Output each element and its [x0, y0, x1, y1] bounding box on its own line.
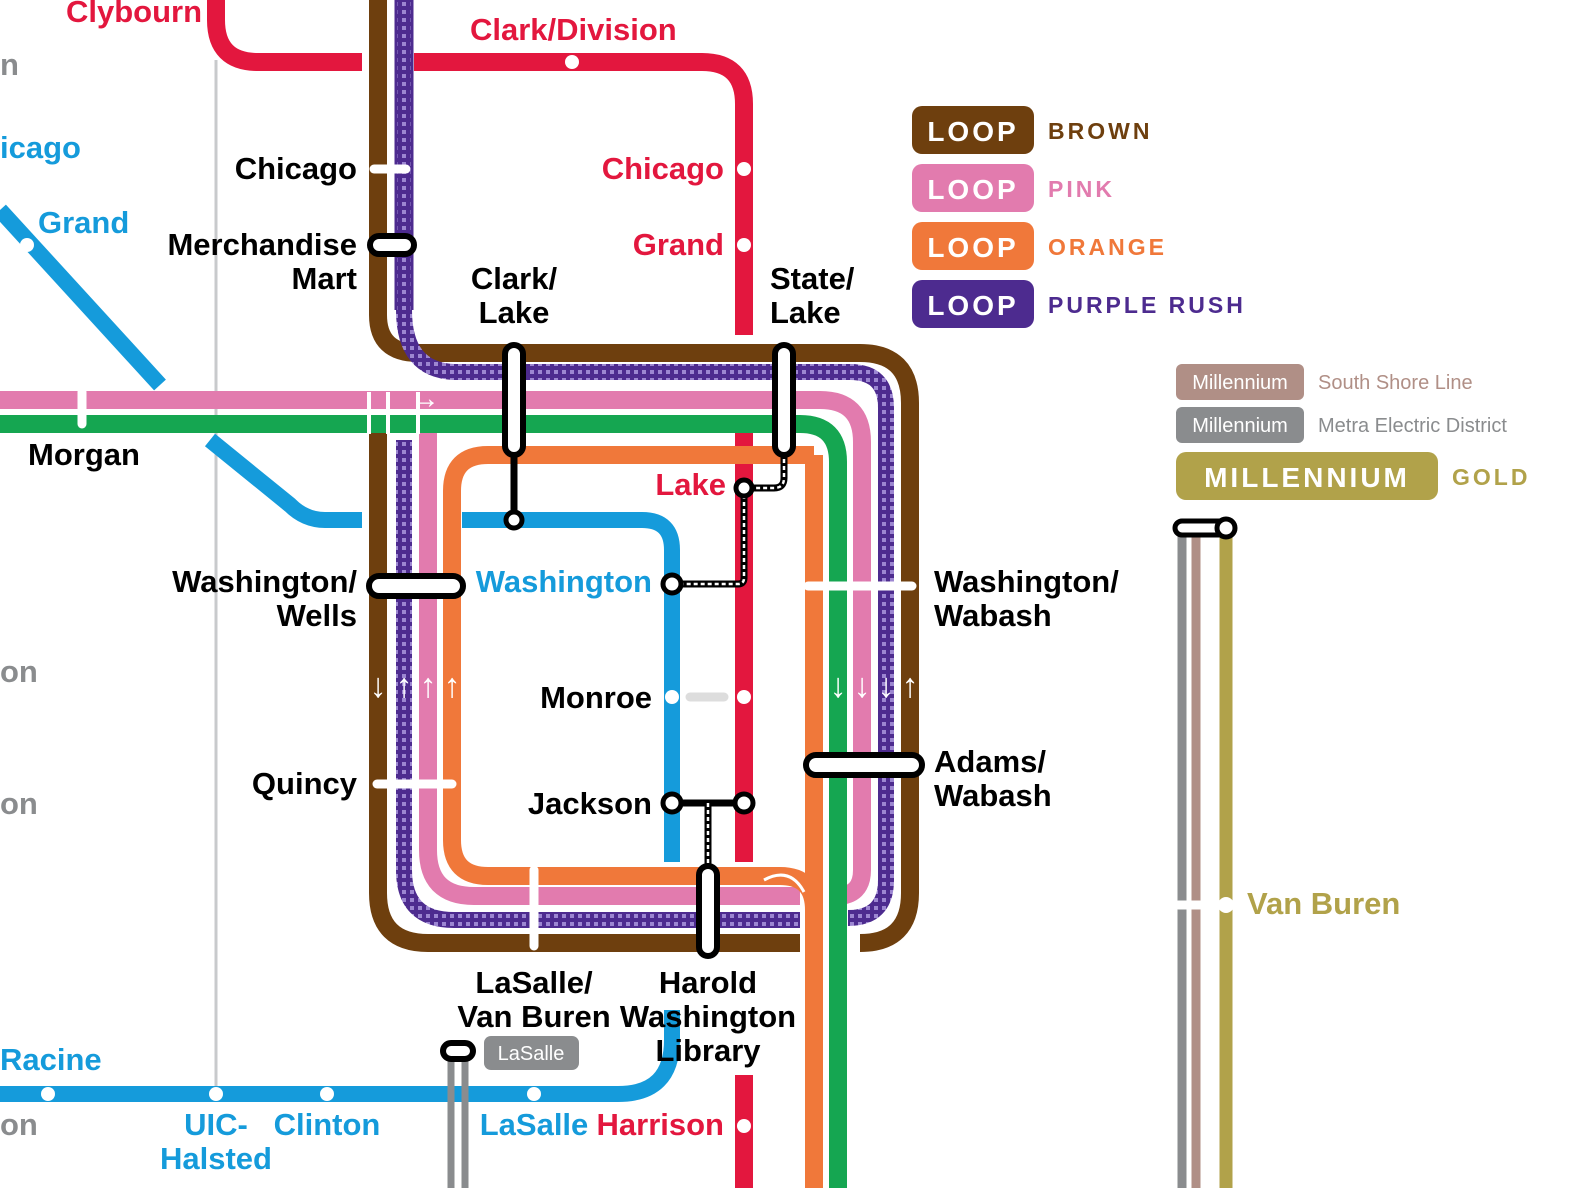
legend-brown-name: BROWN	[1048, 118, 1152, 144]
station-chicago-brown: Chicago	[235, 151, 357, 186]
arrow-down-icon: ↓	[878, 667, 895, 705]
legend-brown-loop: LOOP	[927, 116, 1018, 147]
station-lasalle-blue: LaSalle	[480, 1107, 589, 1142]
station-labels: Clybourn Clark/Division n icago Grand Ch…	[0, 0, 1400, 1176]
edge-label: n	[0, 47, 19, 82]
station-washington-wells-2: Wells	[277, 598, 357, 633]
legend-purple-name: PURPLE RUSH	[1048, 292, 1246, 318]
legend: LOOP BROWN LOOP PINK LOOP ORANGE LOOP PU…	[912, 106, 1530, 500]
legend-gold-millennium: MILLENNIUM	[1204, 462, 1410, 493]
station-lasalle-van-buren-2: Van Buren	[457, 999, 610, 1034]
transfer-connector-inner	[672, 452, 786, 870]
legend-gold-name: GOLD	[1452, 464, 1530, 490]
legend-purple-loop: LOOP	[927, 290, 1018, 321]
station-washington-wabash-2: Wabash	[934, 598, 1052, 633]
arrow-up-icon: ↑	[902, 667, 919, 705]
blue-line	[0, 204, 680, 1102]
curve-arrow-icon	[763, 873, 806, 893]
purple-loop-edges	[394, 0, 414, 310]
arrow-up-icon: ↑	[420, 667, 437, 705]
edge-label: on	[0, 786, 38, 821]
arrow-down-icon: ↓	[854, 667, 871, 705]
legend-south-shore-pill	[1176, 364, 1304, 400]
green-line	[0, 415, 847, 1188]
station-washington-blue: Washington	[476, 564, 652, 599]
station-morgan: Morgan	[28, 437, 140, 472]
station-state-lake: State/	[770, 261, 855, 296]
station-racine: Racine	[0, 1042, 102, 1077]
legend-south-shore-name: South Shore Line	[1318, 372, 1473, 394]
station-uic-halsted: UIC-	[184, 1107, 248, 1142]
legend-metra-millennium: Millennium	[1192, 415, 1288, 437]
station-adams-wabash-2: Wabash	[934, 778, 1052, 813]
purple-loop	[396, 0, 894, 928]
arrow-right-icon: →	[410, 382, 440, 415]
crossing-gaps	[367, 392, 420, 434]
legend-pink-loop: LOOP	[927, 174, 1018, 205]
station-clark-division: Clark/Division	[470, 12, 677, 47]
arrow-down-icon: ↓	[370, 667, 387, 705]
station-lake: Lake	[655, 467, 726, 502]
station-dots	[20, 55, 1234, 1133]
orange-loop	[443, 446, 823, 1188]
station-washington-wabash: Washington/	[934, 564, 1119, 599]
arrow-down-icon: ↓	[830, 667, 847, 705]
legend-pink-name: PINK	[1048, 176, 1115, 202]
station-clinton: Clinton	[274, 1107, 381, 1142]
station-hwl: Harold	[659, 965, 757, 1000]
legend-purple-pill	[912, 280, 1034, 328]
station-monroe: Monroe	[540, 680, 652, 715]
station-van-buren: Van Buren	[1247, 886, 1400, 921]
station-adams-wabash: Adams/	[934, 744, 1046, 779]
transfer-stations	[366, 233, 925, 1062]
gold-terminal-dot	[1214, 516, 1238, 540]
station-harrison: Harrison	[597, 1107, 724, 1142]
station-hwl-3: Library	[655, 1033, 761, 1068]
station-chicago-red: Chicago	[602, 151, 724, 186]
station-clybourn: Clybourn	[66, 0, 202, 29]
legend-orange-name: ORANGE	[1048, 234, 1167, 260]
station-grand-red: Grand	[633, 227, 724, 262]
arrow-up-icon: ↑	[396, 667, 413, 705]
edge-label: on	[0, 1107, 38, 1142]
lasalle-metra-label: LaSalle	[498, 1043, 565, 1065]
metra-lasalle-tracks	[447, 1060, 469, 1188]
station-quincy: Quincy	[252, 766, 358, 801]
station-merchandise-mart-2: Mart	[292, 261, 357, 296]
legend-orange-pill	[912, 222, 1034, 270]
station-state-lake-2: Lake	[770, 295, 841, 330]
direction-arrows: ↓ → ↓ ↑ ↑ ↑ ↓ ↓ ↓ ↑	[370, 342, 919, 705]
station-hwl-2: Washington	[620, 999, 796, 1034]
legend-metra-pill	[1176, 407, 1304, 443]
arrow-up-icon: ↑	[444, 667, 461, 705]
legend-south-shore-millennium: Millennium	[1192, 372, 1288, 394]
legend-metra-name: Metra Electric District	[1318, 415, 1507, 437]
station-clark-lake-2: Lake	[479, 295, 550, 330]
legend-gold-pill	[1176, 452, 1438, 500]
station-chicago-blue: icago	[0, 130, 81, 165]
station-washington-wells: Washington/	[172, 564, 357, 599]
legend-brown-pill	[912, 106, 1034, 154]
brown-loop	[369, 0, 919, 952]
station-jackson: Jackson	[528, 786, 652, 821]
station-grand-blue: Grand	[38, 205, 129, 240]
arrow-down-icon: ↓	[370, 342, 387, 380]
station-uic-halsted-2: Halsted	[160, 1141, 272, 1176]
transfer-dots	[503, 477, 756, 815]
station-merchandise-mart: Merchandise	[167, 227, 357, 262]
legend-pink-pill	[912, 164, 1034, 212]
station-ticks	[77, 164, 1205, 951]
pink-loop	[0, 391, 871, 905]
edge-label: on	[0, 654, 38, 689]
station-clark-lake: Clark/	[471, 261, 558, 296]
legend-orange-loop: LOOP	[927, 232, 1018, 263]
lasalle-metra-badge	[484, 1036, 579, 1070]
station-lasalle-van-buren: LaSalle/	[475, 965, 593, 1000]
